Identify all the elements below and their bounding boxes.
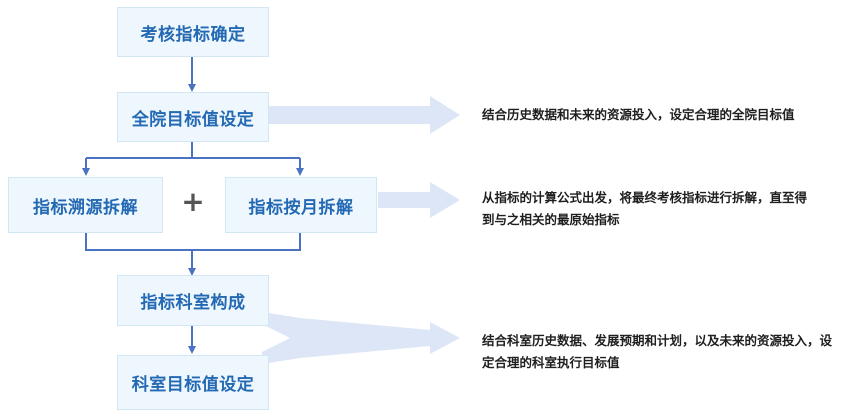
wide-arrow-2 — [378, 182, 460, 218]
step-indicator-determination-label: 考核指标确定 — [140, 24, 246, 45]
step-indicator-trace-decompose-label: 指标溯源拆解 — [33, 197, 138, 218]
step-department-target-label: 科室目标值设定 — [131, 375, 255, 395]
description-hospital-target: 结合历史数据和未来的资源投入，设定合理的全院目标值 — [482, 104, 795, 126]
step-department-composition: 指标科室构成 — [117, 275, 269, 326]
connector-merge — [85, 233, 301, 251]
step-hospital-target: 全院目标值设定 — [117, 92, 269, 142]
plus-sign-text: + — [181, 184, 205, 218]
wide-arrow-3 — [262, 312, 460, 364]
step-indicator-determination: 考核指标确定 — [117, 7, 269, 57]
description-decompose-line-1: 从指标的计算公式出发，将最终考核指标进行拆解，直至得 — [482, 190, 808, 205]
step-indicator-trace-decompose: 指标溯源拆解 — [8, 177, 163, 233]
description-department-target: 结合科室历史数据、发展预期和计划，以及未来的资源投入，设 定合理的科室执行目标值 — [482, 330, 832, 374]
wide-arrow-1 — [268, 96, 460, 134]
step-hospital-target-label: 全院目标值设定 — [131, 109, 255, 130]
step-indicator-monthly-decompose: 指标按月拆解 — [225, 177, 377, 233]
description-decompose: 从指标的计算公式出发，将最终考核指标进行拆解，直至得 到与之相关的最原始指标 — [482, 187, 807, 231]
step-department-target: 科室目标值设定 — [117, 355, 269, 410]
description-hospital-target-line: 结合历史数据和未来的资源投入，设定合理的全院目标值 — [482, 107, 795, 122]
step-department-composition-label: 指标科室构成 — [140, 293, 246, 313]
step-indicator-monthly-decompose-label: 指标按月拆解 — [248, 197, 354, 218]
description-decompose-line-2: 到与之相关的最原始指标 — [482, 212, 620, 227]
description-department-target-line-1: 结合科室历史数据、发展预期和计划，以及未来的资源投入，设 — [482, 333, 833, 348]
description-department-target-line-2: 定合理的科室执行目标值 — [482, 355, 620, 370]
plus-sign: + — [181, 184, 205, 218]
